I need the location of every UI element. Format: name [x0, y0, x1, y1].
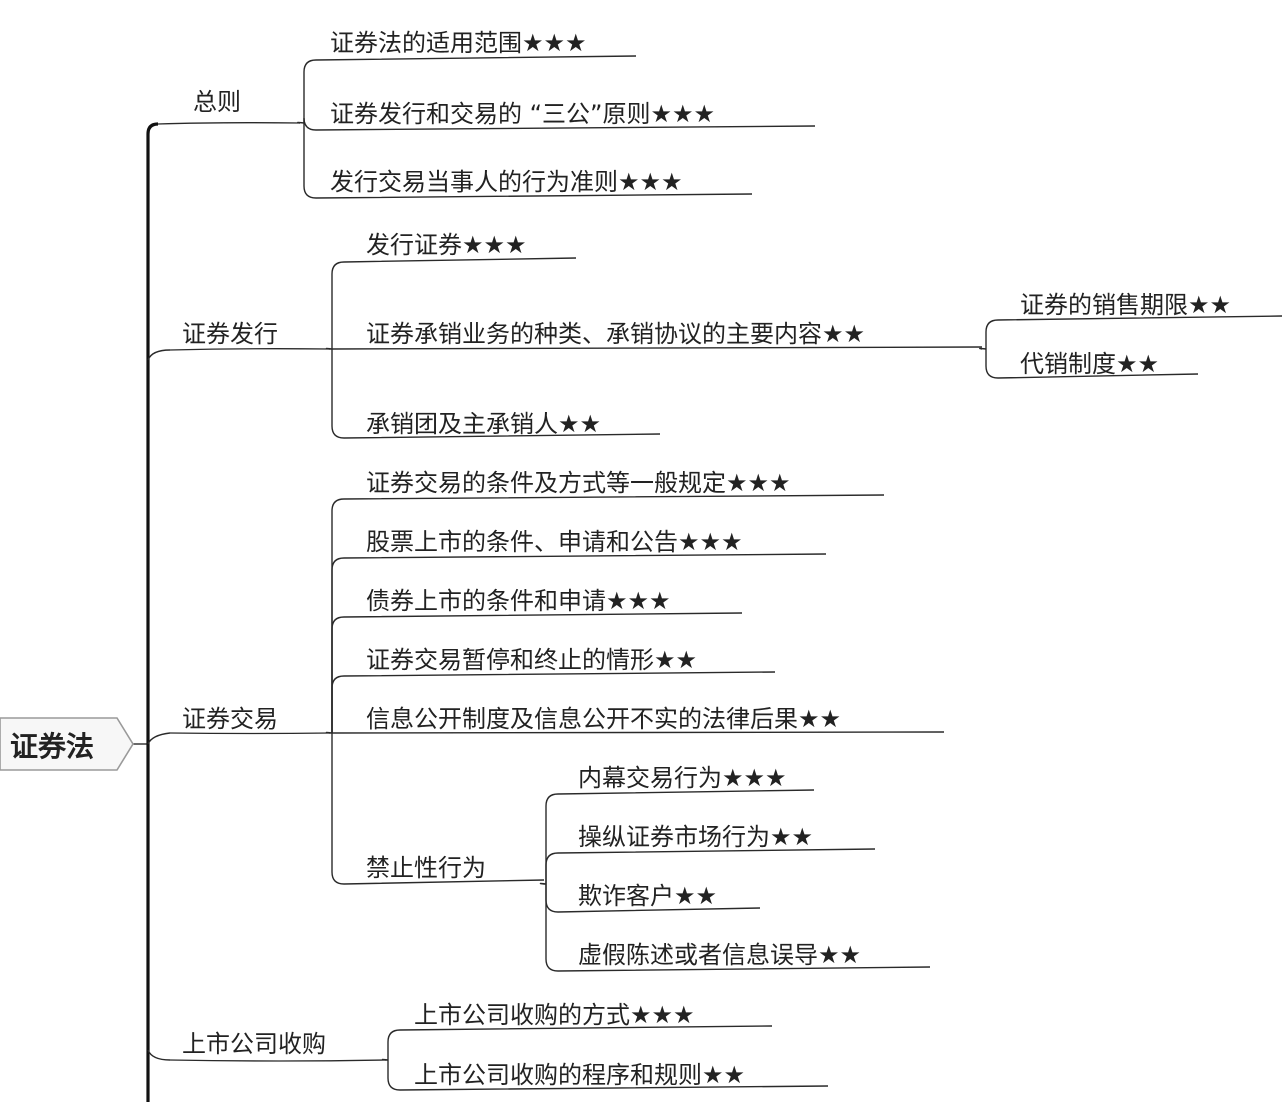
topic-label[interactable]: 证券法的适用范围★★★ — [330, 29, 587, 57]
branch-connector — [147, 349, 171, 361]
branch-underline — [157, 122, 301, 125]
root-label: 证券法 — [10, 730, 94, 763]
general-bracket — [303, 123, 753, 199]
issuance-bracket — [331, 346, 983, 350]
prohibited-bracket — [545, 848, 876, 884]
subtopic-label[interactable]: 操纵证券市场行为★★ — [578, 823, 813, 851]
topic-label[interactable]: 发行交易当事人的行为准则★★★ — [330, 168, 683, 196]
topic-label[interactable]: 信息公开制度及信息公开不实的法律后果★★ — [366, 705, 841, 733]
trading-bracket — [331, 612, 743, 733]
topic-label[interactable]: 股票上市的条件、申请和公告★★★ — [366, 528, 743, 556]
trading-bracket — [331, 731, 945, 734]
nodes: 证券法 总则 证券发行 证券交易 上市公司收购 证券法的适用范围★★★ 证券发行… — [0, 29, 1231, 1089]
branch-label-general[interactable]: 总则 — [193, 88, 241, 116]
trading-bracket — [331, 553, 827, 733]
issuance-bracket — [325, 347, 333, 350]
trading-bracket — [331, 494, 885, 733]
prohibited-bracket — [545, 789, 815, 884]
underwriting-bracket — [985, 315, 1282, 349]
subtopic-label[interactable]: 内幕交易行为★★★ — [578, 764, 787, 792]
underwriting-bracket — [985, 349, 1199, 379]
branch-label-acquisition[interactable]: 上市公司收购 — [182, 1030, 326, 1058]
general-bracket — [297, 121, 305, 124]
topic-label[interactable]: 承销团及主承销人★★ — [366, 410, 601, 438]
topic-label[interactable]: 禁止性行为 — [366, 854, 486, 882]
general-bracket — [303, 117, 816, 131]
subtopic-label[interactable]: 欺诈客户★★ — [578, 882, 717, 910]
acquisition-bracket — [381, 1058, 389, 1061]
general-bracket — [303, 55, 637, 123]
branch-underline — [169, 348, 331, 351]
branch-underline — [169, 732, 331, 735]
topic-label[interactable]: 上市公司收购的方式★★★ — [414, 1001, 695, 1029]
branch-label-issuance[interactable]: 证券发行 — [182, 320, 278, 348]
branch-underline — [169, 1059, 387, 1062]
main-trunk — [146, 122, 159, 1102]
prohibited-bracket — [545, 884, 931, 972]
trading-bracket — [331, 671, 776, 733]
topic-label[interactable]: 证券交易暂停和终止的情形★★ — [366, 646, 697, 674]
prohibited-bracket — [539, 882, 547, 885]
underwriting-bracket — [979, 347, 987, 350]
acquisition-bracket — [387, 1060, 829, 1091]
topic-label[interactable]: 证券交易的条件及方式等一般规定★★★ — [366, 469, 791, 497]
topic-label[interactable]: 证券承销业务的种类、承销协议的主要内容★★ — [366, 320, 865, 348]
branch-connector — [147, 732, 171, 745]
trading-bracket — [331, 733, 545, 885]
topic-label[interactable]: 债券上市的条件和申请★★★ — [366, 587, 671, 615]
subtopic-label[interactable]: 虚假陈述或者信息误导★★ — [578, 941, 861, 969]
connector-lines — [133, 55, 1282, 1102]
subtopic-label[interactable]: 证券的销售期限★★ — [1020, 291, 1231, 319]
topic-label[interactable]: 发行证券★★★ — [366, 231, 527, 259]
issuance-bracket — [331, 349, 661, 439]
branch-connector — [147, 1049, 171, 1061]
acquisition-bracket — [387, 1025, 773, 1060]
issuance-bracket — [331, 257, 577, 349]
topic-label[interactable]: 上市公司收购的程序和规则★★ — [414, 1061, 745, 1089]
branch-label-trading[interactable]: 证券交易 — [182, 705, 278, 733]
topic-label[interactable]: 证券发行和交易的 “三公”原则★★★ — [330, 100, 715, 128]
trading-bracket — [325, 731, 333, 734]
root-node[interactable]: 证券法 — [0, 717, 134, 771]
subtopic-label[interactable]: 代销制度★★ — [1020, 350, 1159, 378]
